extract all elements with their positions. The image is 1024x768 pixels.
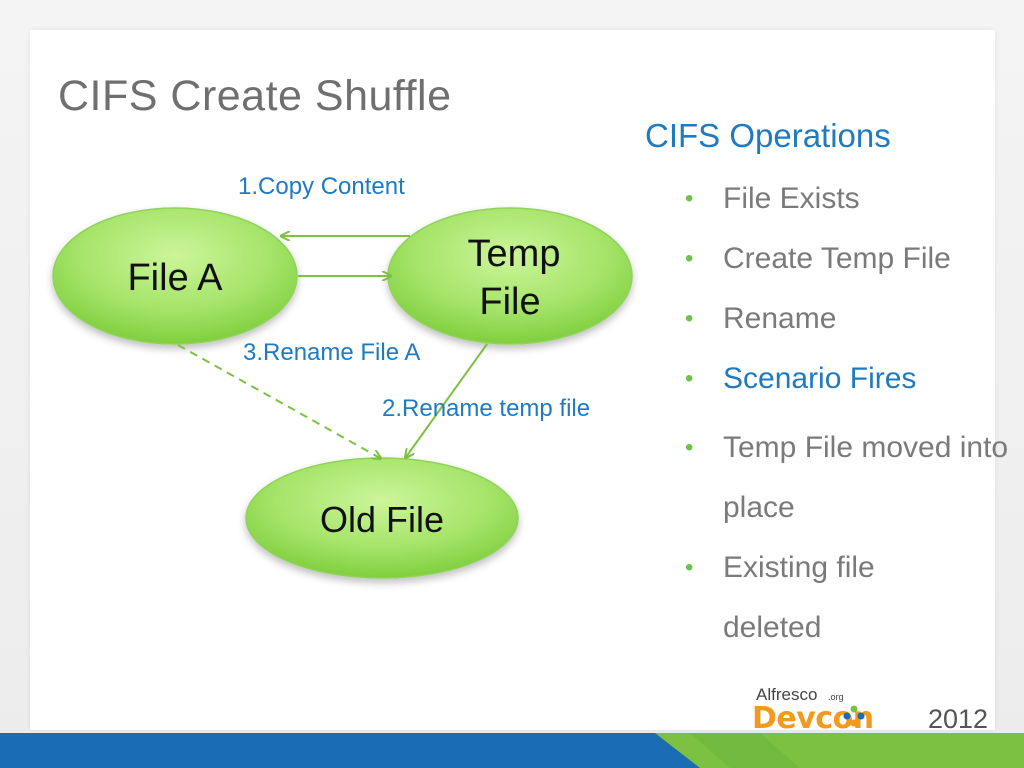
operations-list-item: • Rename: [685, 298, 1015, 340]
svg-text:Devcon: Devcon: [752, 701, 874, 732]
footer-band: [0, 733, 1024, 768]
node-file-a-label: File A: [127, 257, 223, 299]
bullet-icon: •: [685, 185, 694, 212]
edge-file-a-to-old-file: [177, 344, 380, 458]
slide-title: CIFS Create Shuffle: [58, 72, 452, 120]
node-old-file: Old File: [245, 457, 519, 579]
edge-label-rename-file-a: 3.Rename File A: [243, 339, 420, 366]
operations-list-item: • Temp File moved into place: [685, 418, 1013, 538]
edge-temp-to-old-file: [406, 343, 488, 457]
edge-label-rename-temp: 2.Rename temp file: [382, 395, 590, 422]
operations-list-item-highlight: • Scenario Fires: [685, 358, 1015, 400]
bullet-icon: •: [685, 305, 694, 332]
node-temp-file-label-line2: File: [479, 281, 540, 323]
node-temp-file-label-line1: Temp: [468, 233, 561, 275]
bullet-icon: •: [685, 554, 694, 581]
edge-label-copy-content: 1.Copy Content: [238, 173, 405, 200]
svg-text:Alfresco: Alfresco: [756, 685, 817, 704]
svg-text:.org: .org: [828, 692, 844, 702]
operations-list-item: • File Exists: [685, 178, 1015, 220]
operations-heading: CIFS Operations: [645, 117, 891, 154]
node-file-a: File A: [52, 207, 298, 345]
svg-text:2012: 2012: [928, 704, 988, 732]
alfresco-devcon-logo: Alfresco .org Devcon 2012: [752, 685, 988, 732]
node-temp-file: Temp File: [387, 207, 633, 345]
operations-list-item: • Create Temp File: [685, 238, 993, 280]
bullet-icon: •: [685, 365, 694, 392]
operations-list: • File Exists • Create Temp File • Renam…: [685, 178, 1015, 658]
operations-list-item: • Existing file deleted: [685, 538, 953, 658]
node-old-file-label: Old File: [320, 499, 444, 540]
bullet-icon: •: [685, 245, 694, 272]
flower-icon: [843, 705, 865, 727]
content-panel: [30, 30, 995, 730]
bullet-icon: •: [685, 434, 694, 461]
